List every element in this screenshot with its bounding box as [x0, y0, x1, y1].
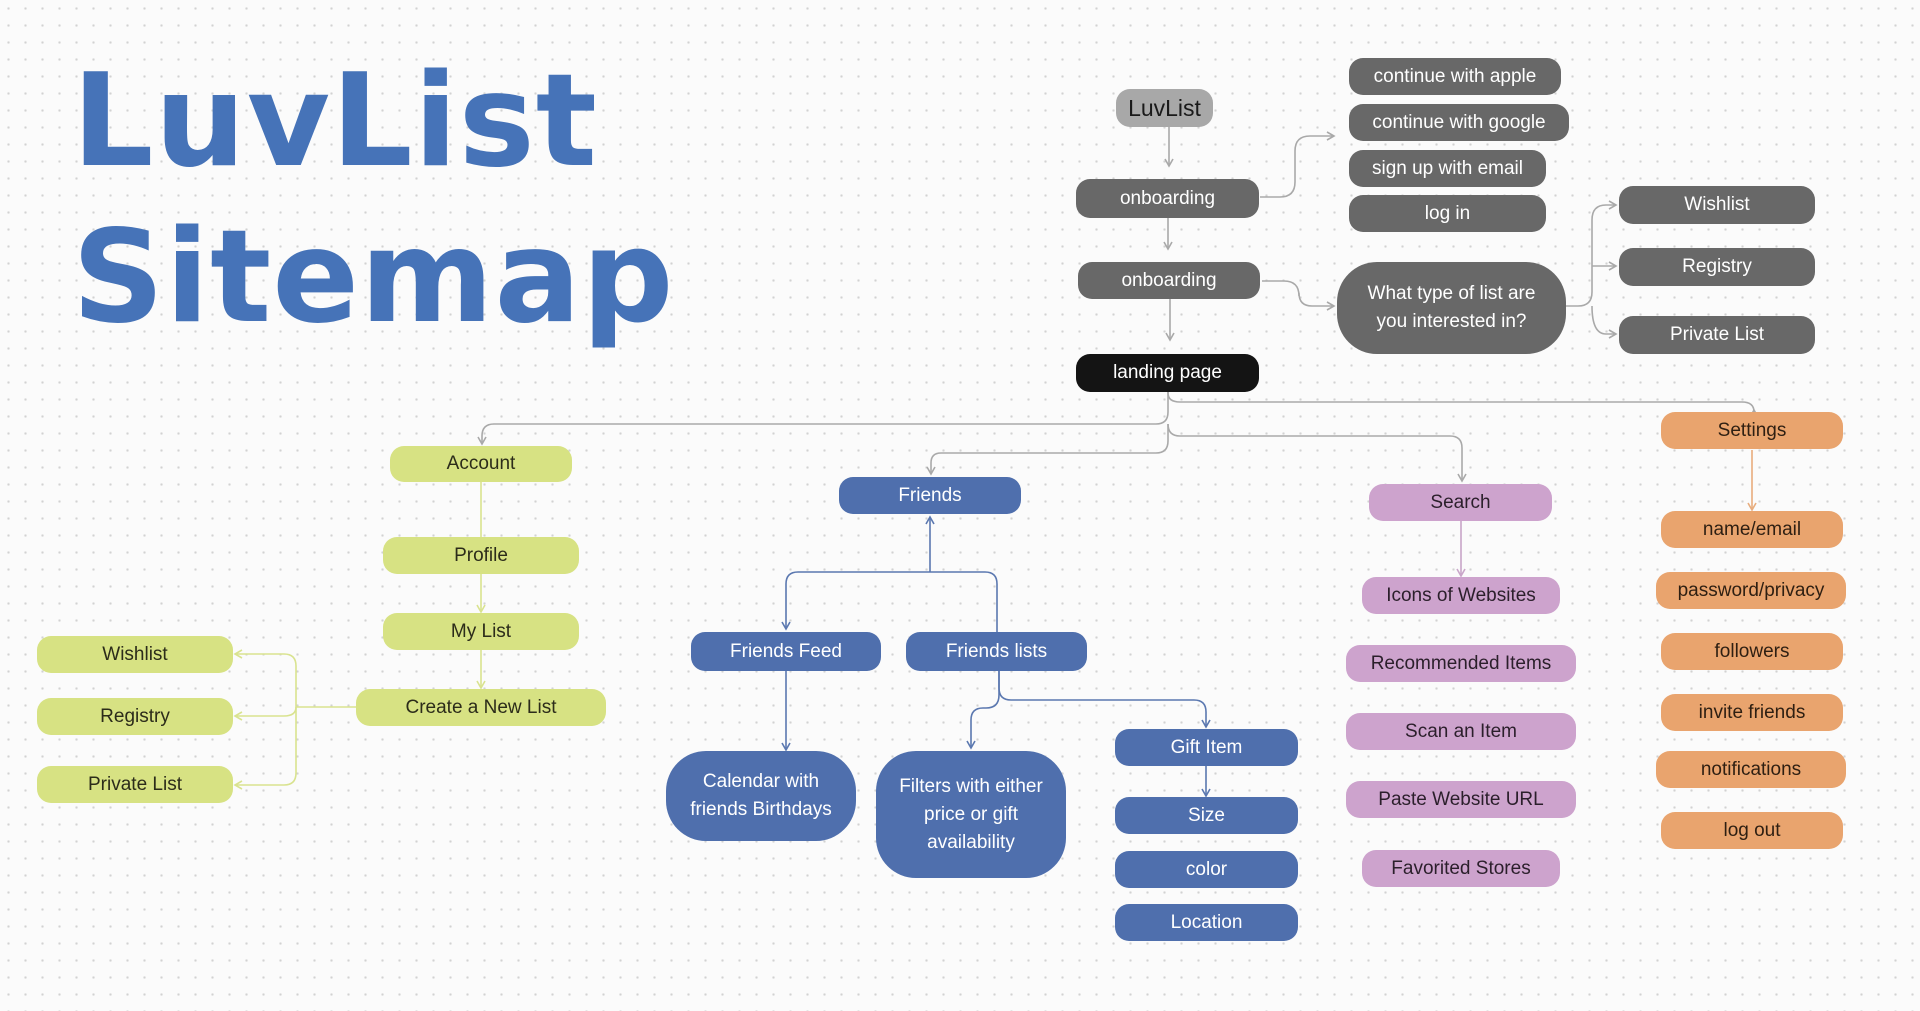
- node-landing-page: landing page: [1076, 354, 1259, 392]
- node-paste-website-url: Paste Website URL: [1346, 781, 1576, 818]
- node-list-type-question: What type of list are you interested in?: [1337, 262, 1566, 354]
- edge-landing-friends: [926, 424, 1169, 476]
- node-favorited-stores: Favorited Stores: [1362, 850, 1560, 887]
- node-filters: Filters with either price or gift availa…: [876, 751, 1066, 878]
- node-luvlist-root: LuvList: [1116, 89, 1213, 127]
- edge-listtype-private: [1591, 305, 1618, 339]
- diagram-title: LuvList Sitemap: [72, 44, 674, 356]
- node-my-list: My List: [383, 613, 579, 650]
- node-scan-an-item: Scan an Item: [1346, 713, 1576, 750]
- node-icons-of-websites: Icons of Websites: [1362, 577, 1560, 614]
- node-friends: Friends: [839, 477, 1021, 514]
- edge-friends-lists: [930, 571, 998, 632]
- node-name-email: name/email: [1661, 511, 1843, 548]
- node-account-registry: Registry: [37, 698, 233, 735]
- node-onboarding-registry: Registry: [1619, 248, 1815, 286]
- edge-create-wishlist: [233, 649, 297, 707]
- node-create-new-list: Create a New List: [356, 689, 606, 726]
- node-settings: Settings: [1661, 412, 1843, 449]
- node-password-privacy: password/privacy: [1656, 572, 1846, 609]
- node-followers: followers: [1661, 633, 1843, 670]
- edge-create-private: [233, 707, 297, 790]
- edge-onboarding-auth: [1260, 131, 1336, 198]
- edge-onboarding-listtype: [1262, 280, 1336, 311]
- node-account-private-list: Private List: [37, 766, 233, 803]
- edge-lists-gift: [998, 671, 1211, 729]
- node-calendar-birthdays: Calendar with friends Birthdays: [666, 751, 856, 841]
- node-friends-lists: Friends lists: [906, 632, 1087, 671]
- node-location: Location: [1115, 904, 1298, 941]
- node-onboarding-wishlist: Wishlist: [1619, 186, 1815, 224]
- title-line-1: LuvList: [72, 47, 598, 196]
- node-onboarding-private-list: Private List: [1619, 316, 1815, 354]
- node-onboarding-2: onboarding: [1078, 262, 1260, 299]
- edge-friends-feed: [781, 571, 930, 631]
- node-recommended-items: Recommended Items: [1346, 645, 1576, 682]
- edge-landing-account: [477, 392, 1169, 446]
- node-continue-with-google: continue with google: [1349, 104, 1569, 141]
- edge-listtype-wishlist: [1566, 200, 1618, 307]
- node-continue-with-apple: continue with apple: [1349, 58, 1561, 95]
- edge-lists-filters: [966, 671, 1000, 750]
- title-line-2: Sitemap: [72, 203, 675, 352]
- node-log-out: log out: [1661, 812, 1843, 849]
- edge-landing-search: [1167, 423, 1467, 483]
- node-sign-up-with-email: sign up with email: [1349, 150, 1546, 187]
- node-account: Account: [390, 446, 572, 482]
- node-color: color: [1115, 851, 1298, 888]
- node-log-in: log in: [1349, 195, 1546, 232]
- node-gift-item: Gift Item: [1115, 729, 1298, 766]
- edge-landing-settings: [1167, 392, 1759, 418]
- node-invite-friends: invite friends: [1661, 694, 1843, 731]
- node-size: Size: [1115, 797, 1298, 834]
- node-search: Search: [1369, 484, 1552, 521]
- node-account-wishlist: Wishlist: [37, 636, 233, 673]
- node-onboarding-1: onboarding: [1076, 179, 1259, 218]
- node-friends-feed: Friends Feed: [691, 632, 881, 671]
- node-notifications: notifications: [1656, 751, 1846, 788]
- node-profile: Profile: [383, 537, 579, 574]
